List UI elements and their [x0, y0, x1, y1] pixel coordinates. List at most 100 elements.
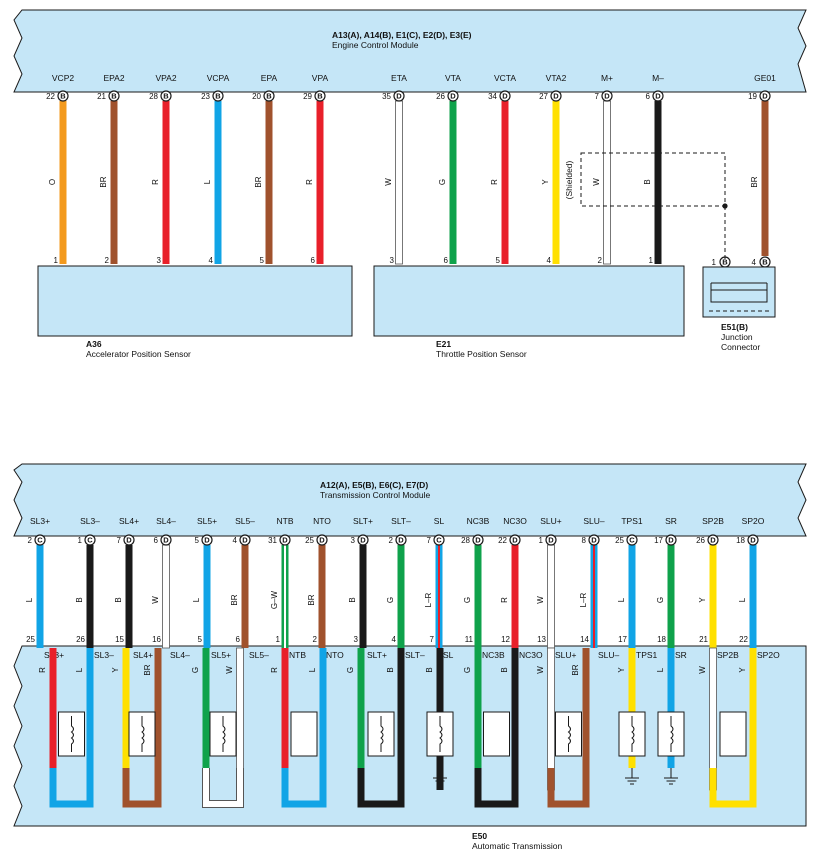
tcm-term-label: NC3O	[503, 516, 527, 526]
e50-internal-wire	[511, 648, 519, 790]
tcm-pin-number: 7	[427, 536, 432, 545]
e50-internal-wire	[122, 648, 130, 790]
tcm-pin-connector	[665, 534, 677, 546]
tcm-pin-connector	[123, 534, 135, 546]
e50-wire-color-label: B	[386, 667, 395, 672]
tcm-pin-connector-letter: C	[436, 536, 442, 545]
coil-symbol	[70, 716, 74, 752]
tcm-pin-connector	[34, 534, 46, 546]
e21-box	[373, 265, 685, 337]
a36-label: A36	[86, 339, 102, 349]
e50-loop-wire	[709, 768, 757, 808]
ecm-pin-connector-letter: B	[266, 92, 272, 101]
tcm-pin-number: 31	[268, 536, 277, 545]
e50-wire-color-label: R	[270, 667, 279, 673]
e50-pin-number: 13	[537, 635, 546, 644]
tcm-wire-color-label: W	[151, 596, 160, 604]
tcm-pin-connector-letter: C	[37, 536, 43, 545]
tcm-pin-connector-letter: D	[548, 536, 554, 545]
tcm-wire-color-label: G	[463, 597, 472, 603]
ecm-wire-vcpa	[214, 101, 222, 264]
ecm-wire-color-label: R	[151, 179, 160, 185]
ecm-wire-color-label: R	[305, 179, 314, 185]
e50-term-label: NTO	[326, 650, 344, 660]
ecm-pin-number: 23	[201, 92, 210, 101]
e50-wire-color-label: B	[425, 667, 434, 672]
ecm-wire-m	[654, 101, 662, 264]
e50-internal-wire	[86, 648, 94, 790]
e50-loop-wire	[281, 768, 327, 808]
e50-wire-color-label: L	[308, 667, 317, 672]
tcm-pin-connector	[509, 534, 521, 546]
ecm-term-label: M–	[652, 73, 664, 83]
e50-wire-color-label: G	[463, 667, 472, 673]
ecm-pin-connector-letter: B	[60, 92, 66, 101]
ecm-term-label: VCPA	[207, 73, 230, 83]
e50-pin-number: 14	[580, 635, 589, 644]
e50-internal-wire	[474, 648, 482, 790]
sensor-pin-number: 3	[390, 256, 395, 265]
tcm-wire-sl3	[86, 545, 94, 648]
e50-term-label: SR	[675, 650, 687, 660]
tcm-pin-connector-letter: D	[126, 536, 132, 545]
ecm-pin-connector	[314, 90, 326, 102]
ecm-pin-connector	[57, 90, 69, 102]
e50-internal-wire	[582, 648, 590, 790]
sensor-pin-number: 5	[260, 256, 265, 265]
tcm-pin-connector	[279, 534, 291, 546]
e50-pin-number: 2	[313, 635, 318, 644]
shield-ground-dot	[655, 203, 661, 209]
tcm-wire-color-label: Y	[698, 597, 707, 603]
ecm-wire-color-label: W	[384, 178, 393, 186]
e50-pin-number: 21	[699, 635, 708, 644]
e51-box	[702, 266, 776, 318]
ecm-wire-color-label: BR	[254, 176, 263, 187]
e50-term-label: SL5–	[249, 650, 269, 660]
e50-pin-number: 5	[198, 635, 203, 644]
e50-term-label: NC3O	[519, 650, 543, 660]
tcm-term-label: SLU–	[583, 516, 605, 526]
ecm-wire-color-label: R	[490, 179, 499, 185]
ecm-pin-number: 29	[303, 92, 312, 101]
tcm-wire-sl4	[125, 545, 133, 648]
coil-symbol	[670, 716, 674, 752]
ecm-wire-vcta	[501, 101, 509, 264]
e50-pin-number: 7	[430, 635, 435, 644]
ecm-term-label: GE01	[754, 73, 776, 83]
junction-pin-number: 4	[752, 258, 757, 267]
tcm-wire-nto	[318, 545, 326, 648]
tcm-pin-number: 7	[117, 536, 122, 545]
tcm-wire-color-label: BR	[230, 594, 239, 605]
tcm-title: A12(A), E5(B), E6(C), E7(D)	[320, 480, 428, 490]
tcm-pin-connector-letter: D	[475, 536, 481, 545]
e50-wire-color-label: R	[38, 667, 47, 673]
tcm-term-label: NTB	[277, 516, 294, 526]
e50-pin-number: 17	[618, 635, 627, 644]
ecm-pin-number: 22	[46, 92, 55, 101]
e50-pin-number: 15	[115, 635, 124, 644]
e50-loop-wire-fill	[203, 768, 243, 807]
tcm-wire-slu-stripe	[593, 545, 595, 648]
sensor-pin-number: 6	[311, 256, 316, 265]
tcm-term-label: SL3–	[80, 516, 100, 526]
ecm-pin-number: 21	[97, 92, 106, 101]
e50-term-label: SL4+	[133, 650, 153, 660]
e50-wire-color-label: BR	[571, 664, 580, 675]
ecm-pin-connector	[160, 90, 172, 102]
ground-icon	[625, 768, 639, 785]
e50-term-label: SLT–	[405, 650, 425, 660]
ecm-pin-connector-letter: B	[111, 92, 117, 101]
tcm-pin-connector	[433, 534, 445, 546]
ecm-pin-number: 34	[488, 92, 497, 101]
tcm-term-label: SL4–	[156, 516, 176, 526]
e50-loop-wire	[122, 768, 162, 808]
tcm-wire-sr	[667, 545, 675, 648]
e50-internal-wire	[749, 648, 757, 790]
ecm-pin-number: 19	[748, 92, 757, 101]
tcm-pin-connector	[545, 534, 557, 546]
tcm-term-label: SL	[434, 516, 445, 526]
ecm-pin-connector	[499, 90, 511, 102]
tcm-term-label: SL5+	[197, 516, 217, 526]
tcm-wire-sl4	[162, 544, 170, 649]
tcm-wire-color-label: L	[617, 597, 626, 602]
